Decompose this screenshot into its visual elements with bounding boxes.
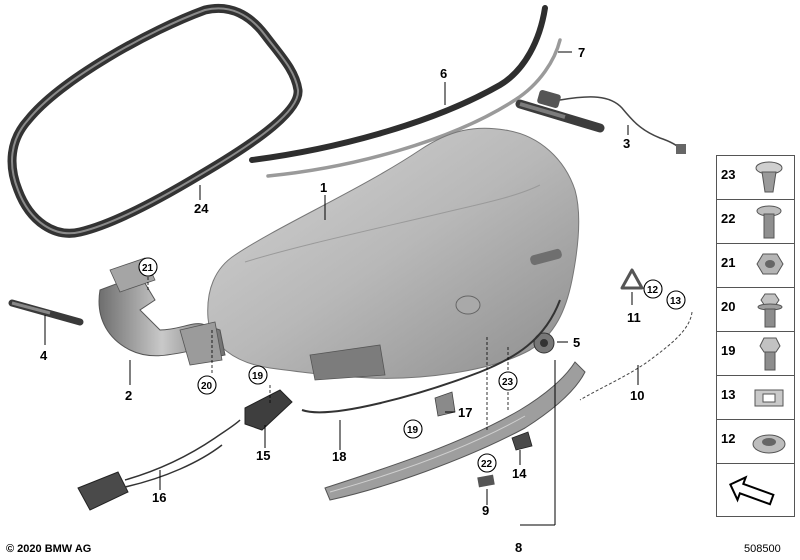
legend-label: 13 [721,387,736,402]
label-7: 7 [578,45,585,60]
legend-label: 20 [721,299,736,314]
seal-strips-part-6-7 [249,5,562,178]
trim-panel-part-8 [324,361,586,501]
legend-row: 12 [716,419,795,463]
label-15: 15 [256,448,270,463]
circled-label-20: 20 [197,375,217,395]
hex-bolt-washer-icon [757,293,783,328]
label-4: 4 [40,348,48,363]
sensor-part-14 [511,431,533,451]
label-24: 24 [194,201,209,216]
flange-screw-icon [756,205,782,239]
lock-actuator-part-15 [244,389,293,431]
legend-label: 23 [721,167,736,182]
label-9: 9 [482,503,489,518]
circled-label-19-bracket: 19 [403,419,423,439]
push-clip-icon [755,161,783,193]
legend-row: 22 [716,199,795,243]
legend-nav-cell [716,463,795,517]
svg-text:19: 19 [407,425,419,436]
legend-label: 21 [721,255,736,270]
svg-text:12: 12 [647,285,659,296]
label-3: 3 [623,136,630,151]
legend-row: 19 [716,331,795,375]
svg-text:13: 13 [670,296,682,307]
leader-lines [44,51,639,526]
circled-label-22: 22 [477,453,497,473]
number-labels: 24 6 7 3 1 4 2 15 18 16 11 10 5 17 14 9 … [40,45,644,555]
trunk-seal-part-24 [7,3,303,238]
label-16: 16 [152,490,166,505]
svg-text:23: 23 [502,377,514,388]
label-11: 11 [627,310,641,325]
lower-seal-part-18 [301,299,561,414]
fastener-legend: 23 22 21 20 19 13 [716,155,795,517]
label-8: 8 [515,540,522,555]
label-17: 17 [458,405,472,420]
hex-nut-icon [756,253,784,275]
arrow-icon [728,475,775,506]
circled-label-12: 12 [643,279,663,299]
label-6: 6 [440,66,447,81]
label-18: 18 [332,449,346,464]
label-10: 10 [630,388,644,403]
label-5: 5 [573,335,580,350]
svg-text:22: 22 [481,459,493,470]
clip-nut-icon [754,389,784,407]
legend-label: 19 [721,343,736,358]
svg-text:19: 19 [252,371,264,382]
hinge-part-2 [98,257,226,366]
label-1: 1 [320,180,327,195]
hex-bolt-icon [759,337,781,371]
electric-strut-part-3 [515,89,686,154]
legend-row: 20 [716,287,795,331]
trunk-lid-part-1 [207,127,580,381]
legend-row: 21 [716,243,795,287]
legend-row: 13 [716,375,795,419]
legend-label: 12 [721,431,736,446]
circled-label-19-lock: 19 [248,365,268,385]
gas-strut-part-4 [8,299,84,326]
release-handle-part-11 [620,268,644,290]
legend-label: 22 [721,211,736,226]
cover-part-9 [477,474,495,488]
grommet-icon [752,434,786,454]
label-14: 14 [512,466,527,481]
circled-label-23: 23 [498,371,518,391]
legend-row: 23 [716,155,795,199]
label-2: 2 [125,388,132,403]
circled-label-13: 13 [666,290,686,310]
diagram-id: 508500 [744,543,781,555]
lock-part-5 [533,332,555,354]
svg-text:21: 21 [142,263,154,274]
release-cable-part-10 [579,311,693,401]
circled-label-21: 21 [138,257,158,277]
copyright-text: © 2020 BMW AG [6,543,92,555]
circled-labels: 21 20 19 19 23 22 12 13 [138,257,686,473]
svg-text:20: 20 [201,381,213,392]
drive-unit-part-16 [77,419,241,511]
